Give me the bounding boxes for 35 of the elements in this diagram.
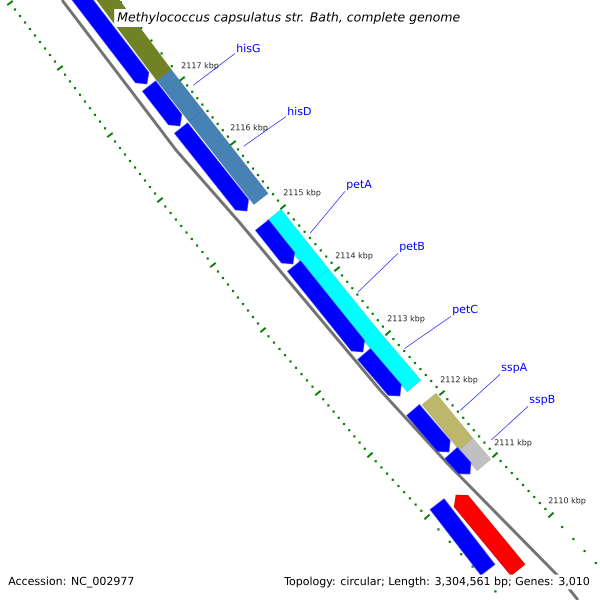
leader-line xyxy=(310,191,346,234)
tick-label: 2113 kbp xyxy=(388,315,424,323)
gene-bar xyxy=(266,209,330,281)
leader-line xyxy=(404,316,452,349)
gene-label: hisD xyxy=(288,106,311,116)
leader-line xyxy=(460,374,500,411)
gene-bar xyxy=(422,393,474,450)
leader-line xyxy=(491,406,528,440)
gene-label: petC xyxy=(453,304,478,316)
gene-block xyxy=(406,404,451,452)
gene-label: sspA xyxy=(502,362,528,374)
leader-line xyxy=(357,253,398,293)
gene-label: hisG xyxy=(237,44,260,52)
gene-block xyxy=(357,348,402,396)
gene-label: petA xyxy=(347,180,372,190)
gene-label: petB xyxy=(400,242,424,252)
tick-label: 2115 kbp xyxy=(284,189,320,197)
tick-label: 2114 kbp xyxy=(336,252,372,260)
tick-label: 2110 kbp xyxy=(548,497,586,505)
tick-label: 2116 kbp xyxy=(230,124,268,132)
gene-label: sspB xyxy=(530,394,554,406)
footer-text: Topology: circular; Length: 3,304,561 bp; Genes: 3,010 xyxy=(282,574,592,590)
leader-line xyxy=(243,116,286,146)
tick-label: 2112 kbp xyxy=(440,376,478,384)
tick-label: 2117 kbp xyxy=(182,62,218,70)
gene-bar xyxy=(156,69,204,122)
footer-text: Accession: NC_002977 xyxy=(6,574,136,590)
title: Methylococcus capsulatus str. Bath, complete genome xyxy=(114,8,464,28)
gene-bar xyxy=(458,438,492,472)
gene-bar xyxy=(188,110,268,205)
gene-bar xyxy=(314,269,376,338)
gene-bar xyxy=(360,326,422,392)
leader-line xyxy=(193,53,236,86)
gene-block xyxy=(454,494,526,576)
tick-label: 2111 kbp xyxy=(494,439,532,447)
